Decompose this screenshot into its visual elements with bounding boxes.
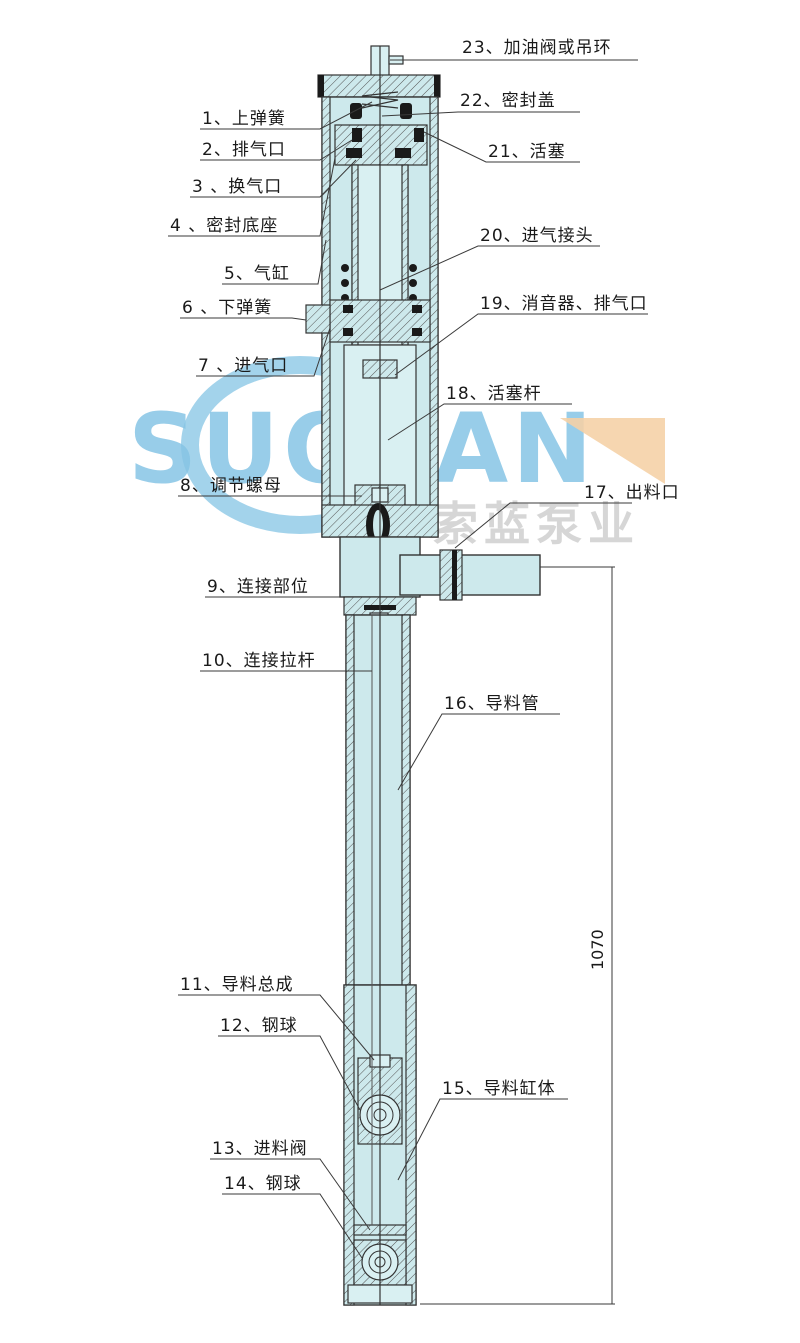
leaders-left <box>168 101 375 1259</box>
label-tie-rod: 10、连接拉杆 <box>202 651 316 671</box>
label-piston-rod: 18、活塞杆 <box>446 384 542 404</box>
label-piston: 21、活塞 <box>488 142 566 162</box>
label-oil-valve: 23、加油阀或吊环 <box>462 38 612 58</box>
label-feed-valve: 13、进料阀 <box>212 1139 308 1159</box>
label-adjusting-nut: 8、调节螺母 <box>180 476 282 496</box>
dimension-1070: 1070 <box>420 566 615 1305</box>
labels-right: 23、加油阀或吊环 22、密封盖 21、活塞 20、进气接头 19、消音器、排气… <box>442 38 680 1099</box>
labels-left: 1、上弹簧 2、排气口 3 、换气口 4 、密封底座 5、气缸 6 、下弹簧 7… <box>170 109 316 1194</box>
label-cylinder: 5、气缸 <box>224 263 290 284</box>
label-guide-tube: 16、导料管 <box>444 694 540 714</box>
dimension-value: 1070 <box>588 929 607 970</box>
watermark-accent <box>560 418 665 484</box>
label-seal-cover: 22、密封盖 <box>460 91 556 111</box>
label-material-cylinder: 15、导料缸体 <box>442 1078 556 1099</box>
label-muffler: 19、消音器、排气口 <box>480 294 648 314</box>
label-exhaust-port: 2、排气口 <box>202 140 286 160</box>
label-upper-spring: 1、上弹簧 <box>202 109 286 129</box>
label-lower-spring: 6 、下弹簧 <box>182 298 272 318</box>
label-steel-ball-1: 12、钢球 <box>220 1016 298 1036</box>
label-guide-assembly: 11、导料总成 <box>180 975 294 995</box>
label-air-connector: 20、进气接头 <box>480 226 594 246</box>
label-outlet: 17、出料口 <box>584 483 680 503</box>
watermark-brand-cn: 索蓝泵业 <box>432 497 640 551</box>
label-steel-ball-2: 14、钢球 <box>224 1174 302 1194</box>
label-exchange-port: 3 、换气口 <box>192 177 282 197</box>
air-cylinder <box>305 74 441 547</box>
label-air-inlet: 7 、进气口 <box>198 356 288 376</box>
label-connection: 9、连接部位 <box>207 577 309 597</box>
top-valve <box>370 45 404 77</box>
leaders-right <box>379 59 648 1181</box>
guide-tube <box>345 614 411 986</box>
label-seal-base: 4 、密封底座 <box>170 216 278 236</box>
